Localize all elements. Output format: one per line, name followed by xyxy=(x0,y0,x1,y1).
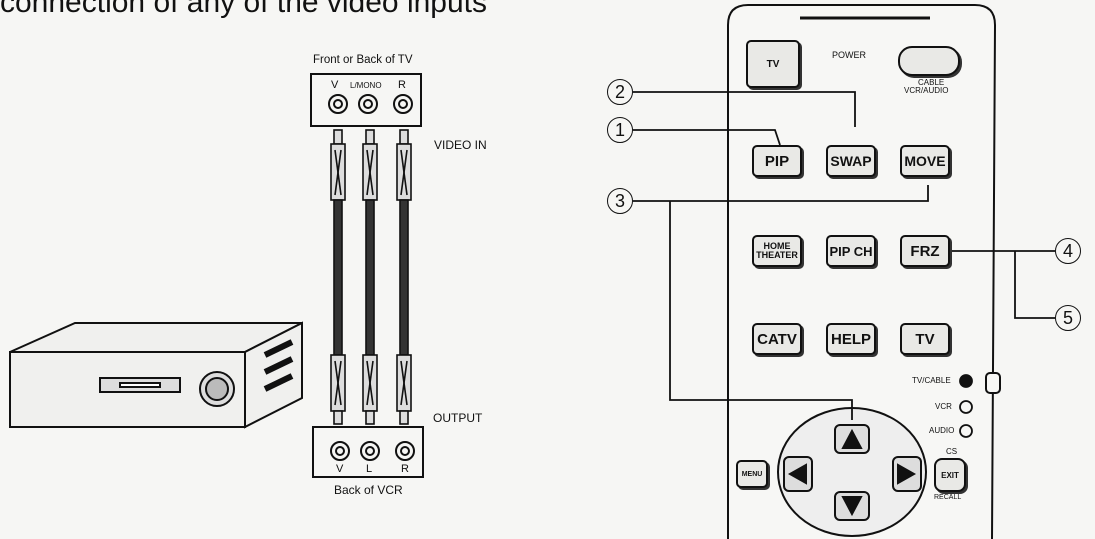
swap-button[interactable]: SWAP xyxy=(826,145,876,177)
dpad xyxy=(777,407,927,537)
pip-ch-button[interactable]: PIP CH xyxy=(826,235,876,267)
dpad-up-button[interactable] xyxy=(835,425,869,453)
vcr-jack-l-label: L xyxy=(366,463,373,475)
cable-power-button[interactable] xyxy=(898,46,960,76)
exit-button[interactable]: EXIT xyxy=(934,458,966,492)
tv-jack-l-label: L/MONO xyxy=(350,81,382,90)
rca-cables xyxy=(330,129,412,425)
mode-audio-label: AUDIO xyxy=(929,426,955,435)
callout-1: 1 xyxy=(607,117,633,143)
tv-jack-r-label: R xyxy=(398,79,406,91)
video-in-label: VIDEO IN xyxy=(434,138,487,152)
exit-top-label: CS xyxy=(946,447,958,456)
output-label: OUTPUT xyxy=(433,411,483,425)
vcr-device xyxy=(9,321,303,429)
vcr-jack-v-label: V xyxy=(336,463,344,475)
exit-bottom-label: RECALL xyxy=(934,494,962,501)
mode-indicators xyxy=(959,374,973,438)
dpad-left-button[interactable] xyxy=(784,457,812,491)
cable-sub-label: VCR/AUDIO xyxy=(904,86,949,95)
callout-lines xyxy=(633,91,1055,420)
frz-button[interactable]: FRZ xyxy=(900,235,950,267)
callout-5: 5 xyxy=(1055,305,1081,331)
dpad-down-button[interactable] xyxy=(835,492,869,520)
tv-jack-panel xyxy=(310,73,422,127)
tv-mode-button[interactable]: TV xyxy=(900,323,950,355)
dpad-right-button[interactable] xyxy=(893,457,921,491)
remote-body xyxy=(727,4,997,539)
vcr-panel-title: Back of VCR xyxy=(334,483,403,497)
power-label: POWER xyxy=(832,50,867,60)
tv-power-button[interactable]: TV xyxy=(746,40,800,88)
vcr-jack-panel xyxy=(312,426,424,478)
tv-jack-v-label: V xyxy=(331,79,339,91)
tv-panel-title: Front or Back of TV xyxy=(313,54,413,66)
catv-button[interactable]: CATV xyxy=(752,323,802,355)
mode-switch xyxy=(985,372,1001,394)
move-button[interactable]: MOVE xyxy=(900,145,950,177)
callout-3: 3 xyxy=(607,188,633,214)
home-theater-button[interactable]: HOME THEATER xyxy=(752,235,802,267)
help-button[interactable]: HELP xyxy=(826,323,876,355)
mode-vcr-label: VCR xyxy=(935,402,952,411)
mode-tvcable-label: TV/CABLE xyxy=(912,376,951,385)
callout-2: 2 xyxy=(607,79,633,105)
callout-4: 4 xyxy=(1055,238,1081,264)
vcr-jack-r-label: R xyxy=(401,463,409,475)
header-text: connection of any of the video inputs xyxy=(0,0,488,19)
cable-label: CABLE xyxy=(918,78,945,87)
pip-button[interactable]: PIP xyxy=(752,145,802,177)
menu-button[interactable]: MENU xyxy=(736,460,768,488)
